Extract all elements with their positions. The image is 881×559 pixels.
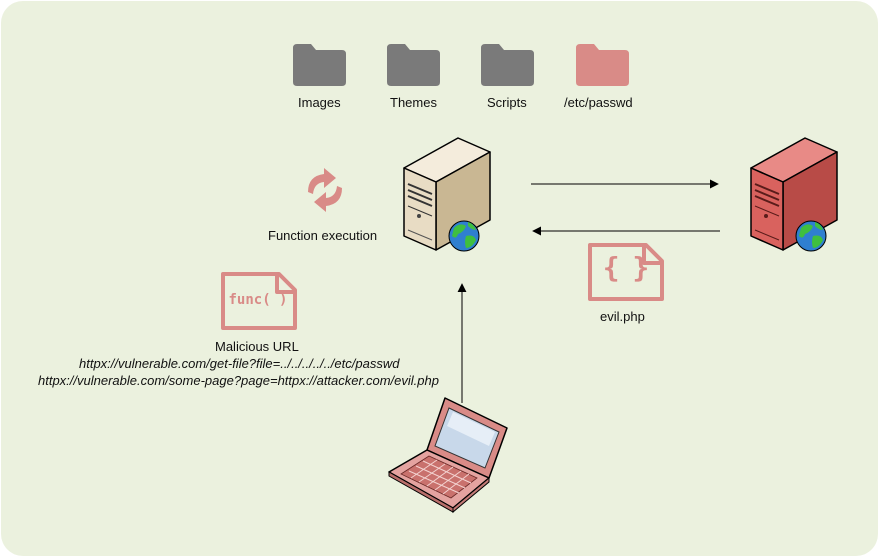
folder-images (293, 44, 346, 86)
code-file-icon (588, 243, 664, 301)
vulnerable-web-server (402, 136, 492, 256)
laptop-icon (388, 397, 508, 514)
folder-scripts (481, 44, 534, 86)
evil-php-icon-text: { } (602, 251, 650, 284)
malicious-url-line-1: httpx://vulnerable.com/get-file?file=../… (79, 356, 400, 371)
folder-label-images: Images (298, 95, 341, 110)
folder-label-scripts: Scripts (487, 95, 527, 110)
folder-label-themes: Themes (390, 95, 437, 110)
folder-icon (576, 44, 629, 86)
folder-label-etc-passwd: /etc/passwd (564, 95, 633, 110)
function-execution-label: Function execution (268, 228, 378, 243)
folder-etc-passwd (576, 44, 629, 86)
folder-icon (387, 44, 440, 86)
malicious-url-icon-text: func( ) (228, 292, 288, 308)
folder-icon (481, 44, 534, 86)
evil-php-label: evil.php (600, 309, 645, 324)
function-execution-icon (302, 168, 348, 212)
malicious-url-label: Malicious URL (215, 339, 299, 354)
folder-icon (293, 44, 346, 86)
attacker-web-server (749, 136, 839, 256)
malicious-url-file-icon: func( ) (219, 272, 297, 330)
code-file-icon (221, 272, 297, 330)
web-server-icon (750, 137, 838, 252)
web-server-icon (403, 137, 491, 252)
refresh-icon (308, 168, 342, 212)
folder-themes (387, 44, 440, 86)
evil-php-file-icon: { } (586, 243, 664, 301)
attacker-laptop (385, 396, 515, 514)
malicious-url-line-2: httpx://vulnerable.com/some-page?page=ht… (38, 373, 439, 388)
